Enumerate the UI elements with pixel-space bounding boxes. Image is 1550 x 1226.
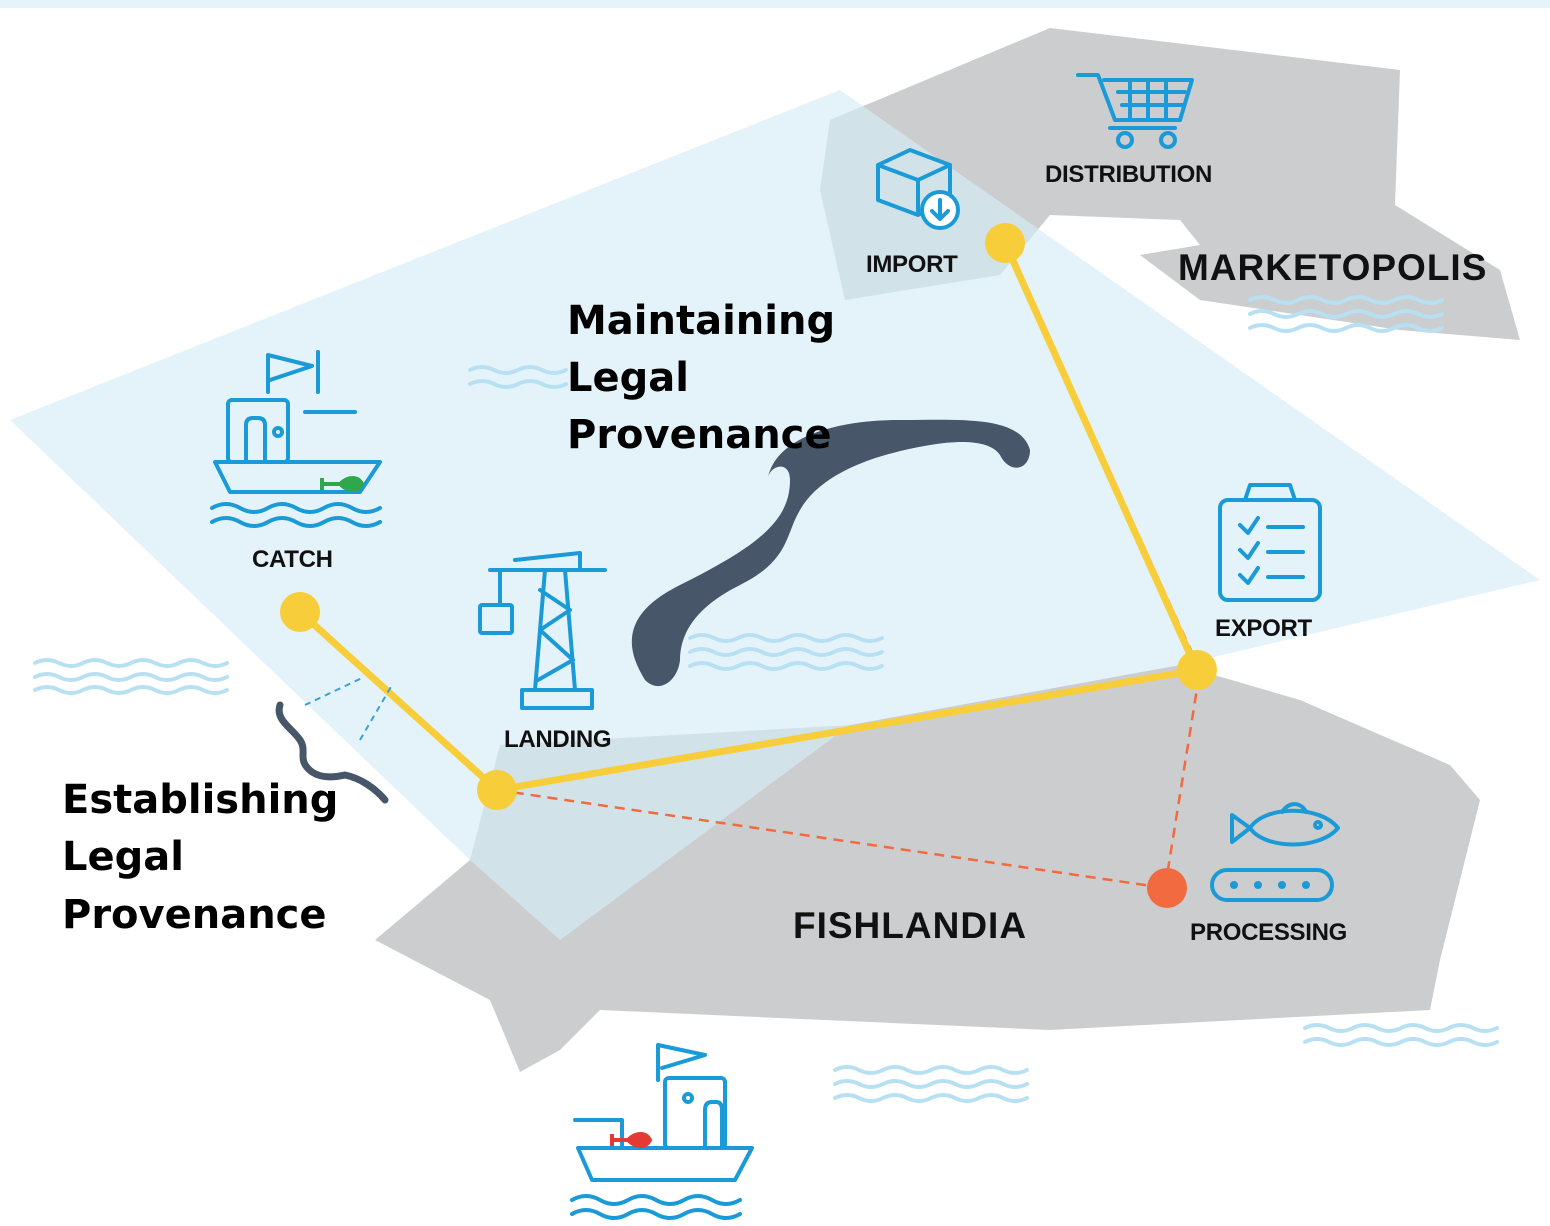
label-distribution: DISTRIBUTION: [1045, 161, 1212, 188]
label-catch: CATCH: [252, 546, 333, 573]
node-export: [1177, 650, 1217, 690]
sea-zone: [10, 90, 1540, 940]
label-marketopolis: MARKETOPOLIS: [1178, 247, 1487, 288]
node-catch: [280, 592, 320, 632]
top-band: [0, 0, 1550, 8]
maintaining-line-1: Maintaining: [567, 298, 835, 344]
establishing-line-2: Legal: [62, 834, 184, 880]
maintaining-line-3: Provenance: [567, 412, 832, 458]
cart-icon: [1076, 73, 1194, 149]
label-export: EXPORT: [1215, 615, 1313, 642]
conveyor-dots: [1230, 881, 1310, 889]
node-processing: [1147, 868, 1187, 908]
label-fishlandia: FISHLANDIA: [793, 905, 1027, 946]
label-import: IMPORT: [866, 251, 958, 278]
illegal-fish-icon: [610, 1132, 653, 1148]
maintaining-line-2: Legal: [567, 355, 689, 401]
clipboard-icon: [1218, 483, 1322, 602]
label-landing: LANDING: [504, 726, 611, 753]
box-icon: [876, 148, 960, 230]
establishing-brace: [275, 701, 389, 804]
label-processing: PROCESSING: [1190, 919, 1347, 946]
ship-icon: [210, 350, 382, 528]
crane-icon: [478, 551, 607, 710]
fish-conveyor-icon: [1210, 802, 1340, 902]
maintaining-brace: [631, 419, 1030, 687]
establishing-line-1: Establishing: [62, 777, 338, 823]
illegal-ship-icon: [570, 1043, 754, 1220]
waves: [33, 295, 1499, 1103]
node-landing: [477, 770, 517, 810]
legal-fish-icon: [320, 476, 365, 492]
node-import: [985, 223, 1025, 263]
legal-path: [296, 239, 1201, 794]
establishing-line-3: Provenance: [62, 892, 327, 938]
